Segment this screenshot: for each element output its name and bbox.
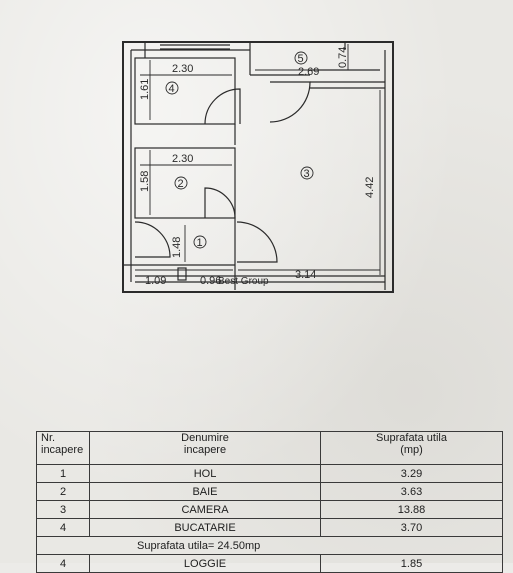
table-row: 3 CAMERA 13.88 [36, 500, 503, 519]
floor-plan: 2.30 1.61 2.30 1.58 1.48 1.09 0.96 3.14 … [122, 41, 394, 293]
row-name: LOGGIE [89, 554, 321, 573]
row-area: 1.85 [320, 554, 503, 573]
room-door-swing [269, 81, 311, 123]
dim-room-height: 4.42 [364, 177, 376, 198]
row-name: HOL [89, 464, 321, 483]
outer-wall [122, 41, 394, 293]
row-name: BUCATARIE [89, 518, 321, 537]
dim-hall-bottom-left: 1.09 [145, 275, 166, 287]
meter-box [177, 267, 187, 281]
dim-bath-width: 2.30 [172, 153, 193, 165]
watermark: Best Group [218, 276, 269, 287]
dim-kitchen-height: 1.61 [139, 79, 151, 100]
row-area: 13.88 [320, 500, 503, 519]
table-row: 4 BUCATARIE 3.70 [36, 518, 503, 537]
header-nr: Nr. incapere [36, 431, 90, 465]
header-name: Denumire incapere [89, 431, 321, 465]
table-row: 2 BAIE 3.63 [36, 482, 503, 501]
total-area: Suprafata utila= 24.50mp [36, 536, 503, 555]
room-number-camera: 3 [304, 168, 310, 180]
row-area: 3.29 [320, 464, 503, 483]
hall-door-swing [236, 221, 278, 263]
room-number-loggie: 5 [298, 53, 304, 65]
table-row: 4 LOGGIE 1.85 [36, 554, 503, 573]
dim-hall-height: 1.48 [171, 237, 183, 258]
row-name: CAMERA [89, 500, 321, 519]
entrance-door-swing [134, 221, 171, 258]
row-area: 3.70 [320, 518, 503, 537]
bath-outline [134, 147, 236, 219]
kitchen-door-swing [204, 88, 241, 125]
row-nr: 2 [36, 482, 90, 501]
row-area: 3.63 [320, 482, 503, 501]
dim-loggia-depth: 0.74 [337, 47, 349, 68]
table-total-row: Suprafata utila= 24.50mp [36, 536, 503, 555]
dim-bath-height: 1.58 [139, 171, 151, 192]
rooms-table: Nr. incapere Denumire incapere Suprafata… [36, 431, 503, 573]
dim-kitchen-width: 2.30 [172, 63, 193, 75]
header-area: Suprafata utila (mp) [320, 431, 503, 465]
row-nr: 3 [36, 500, 90, 519]
bath-door-swing [204, 187, 236, 219]
dim-loggia-width: 2.69 [298, 66, 319, 78]
row-name: BAIE [89, 482, 321, 501]
dim-hall-bottom-right: 0.96 [200, 275, 221, 287]
row-nr: 1 [36, 464, 90, 483]
row-nr: 4 [36, 554, 90, 573]
row-nr: 4 [36, 518, 90, 537]
room-number-bucatarie: 4 [169, 83, 175, 95]
room-number-baie: 2 [178, 178, 184, 190]
room-number-hol: 1 [197, 237, 203, 249]
kitchen-outline [134, 57, 236, 125]
dim-room-width: 3.14 [295, 269, 316, 281]
table-header-row: Nr. incapere Denumire incapere Suprafata… [36, 431, 503, 465]
table-row: 1 HOL 3.29 [36, 464, 503, 483]
